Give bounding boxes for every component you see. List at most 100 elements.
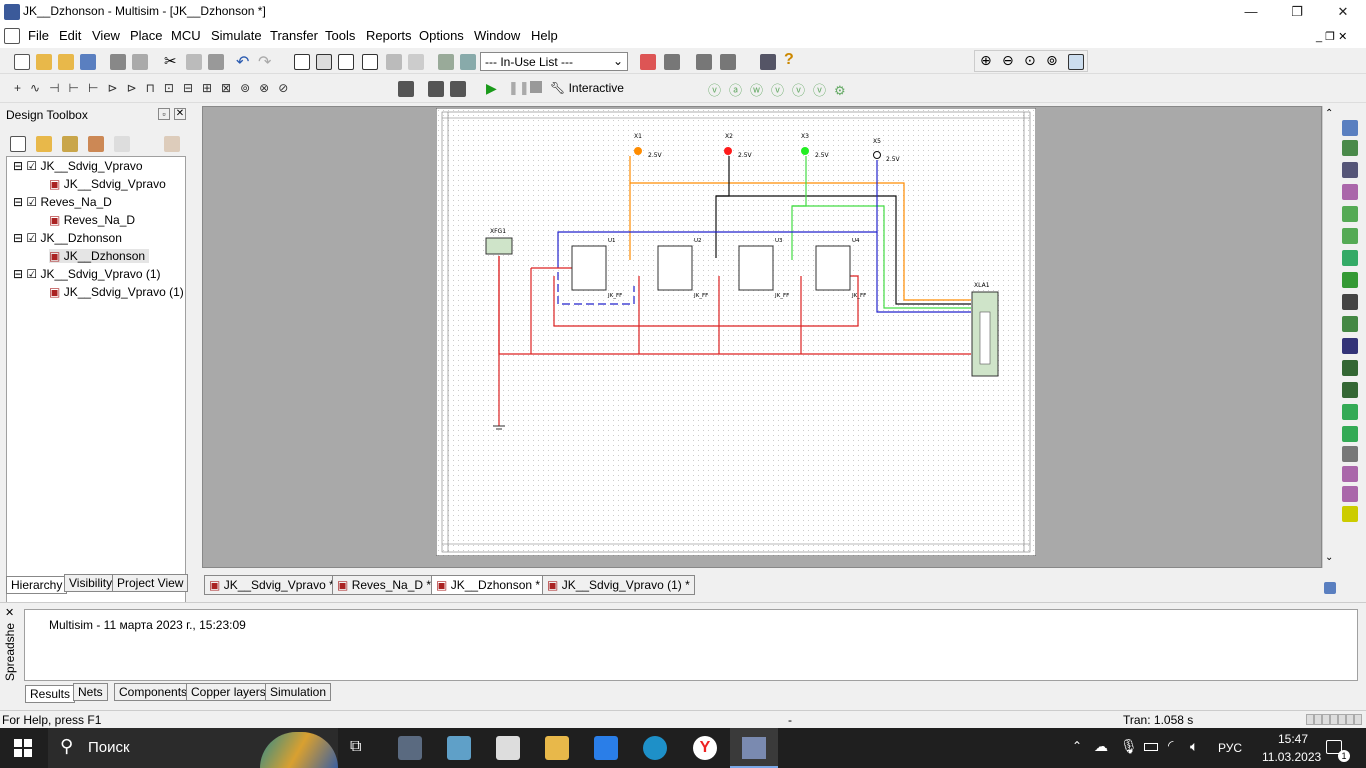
flipflop-u1[interactable] [571,245,607,291]
redo-icon[interactable]: ↷ [258,54,272,71]
toolbox-close-icon[interactable]: ✕ [174,108,186,120]
tree-item-child-0[interactable]: ▣ JK__Sdvig_Vpravo [49,177,166,191]
tree-item-child-1[interactable]: ▣ Reves_Na_D [49,213,136,227]
tree-item-root-3[interactable]: ⊟ ☑ JK__Sdvig_Vpravo (1) [13,267,161,281]
vertical-scrollbar[interactable]: ⌃ ⌄ [1322,106,1336,568]
logic-analyzer-icon[interactable] [1342,316,1358,332]
component-wizard-icon[interactable] [408,54,424,70]
spreadsheet-icon[interactable] [338,54,354,70]
zoom-search-icon[interactable] [760,54,776,70]
print-icon[interactable] [110,54,126,70]
logic-converter-icon[interactable] [1342,294,1358,310]
menu-edit[interactable]: Edit [59,28,82,43]
cut-icon[interactable]: ✂ [164,53,177,70]
new-file-icon[interactable] [14,54,30,70]
flipflop-u4[interactable] [815,245,851,291]
agilent-generator-icon[interactable] [1342,426,1358,442]
schematic-sheet[interactable]: X1 2.5V X2 2.5V X3 2.5V X5 2.5V XFG1 U1 … [436,108,1036,556]
file-explorer-icon[interactable] [545,736,569,760]
find-components-icon[interactable] [640,54,656,70]
edge-browser-icon[interactable] [643,736,667,760]
spectrum-analyzer-icon[interactable] [1342,382,1358,398]
toolbox-pin-icon[interactable]: ▫ [158,108,170,120]
language-indicator[interactable]: РУС [1218,741,1243,755]
doc-tab-jk-dzhonson[interactable]: ▣ JK__Dzhonson * [431,575,546,595]
tab-copper-layers[interactable]: Copper layers [186,683,271,701]
onedrive-icon[interactable]: ☁ [1094,738,1108,754]
taskbar-search-box[interactable]: ⚲ Поиск [48,728,338,768]
tree-item-root-2[interactable]: ⊟ ☑ JK__Dzhonson [13,231,122,245]
place-ladder-icon[interactable] [450,81,466,97]
agilent-oscilloscope-icon[interactable] [1342,466,1358,482]
project-settings-icon[interactable] [164,136,180,152]
calculator-icon[interactable] [398,736,422,760]
close-button[interactable]: ✕ [1337,4,1349,19]
probe-x2[interactable] [724,147,732,155]
microphone-icon[interactable]: 🎙︎ [1120,738,1138,754]
four-channel-oscilloscope-icon[interactable] [1342,206,1358,222]
place-bus-icon[interactable] [428,81,444,97]
wattmeter-icon[interactable] [1342,162,1358,178]
tab-visibility[interactable]: Visibility [64,574,118,592]
toggle-fullscreen-icon[interactable] [294,54,310,70]
menu-window[interactable]: Window [474,28,521,43]
word-generator-icon[interactable] [1342,272,1358,288]
forward-annotate-icon[interactable] [696,54,712,70]
zoom-out-icon[interactable]: ⊖ [1002,52,1014,68]
tab-project-view[interactable]: Project View [112,574,189,592]
flipflop-u2[interactable] [657,245,693,291]
stop-simulation-icon[interactable] [530,81,542,93]
tektronix-oscilloscope-icon[interactable] [1342,486,1358,502]
mdi-controls[interactable]: _ ❐ ✕ [1316,31,1348,43]
menu-mcu[interactable]: MCU [171,28,201,43]
menu-tools[interactable]: Tools [325,28,356,43]
todo-app-icon[interactable] [594,736,618,760]
delete-design-icon[interactable] [114,136,130,152]
pause-simulation-icon[interactable]: ❚❚ [508,80,530,95]
menu-view[interactable]: View [92,28,120,43]
tile-windows-icon[interactable] [1324,582,1336,594]
export-icon[interactable] [720,54,736,70]
undo-icon[interactable]: ↶ [236,54,250,71]
tree-item-child-2[interactable]: ▣ JK__Dzhonson [49,249,150,263]
place-hierarchical-block-icon[interactable] [398,81,414,97]
open-sample-icon[interactable] [58,54,74,70]
battery-icon[interactable] [1144,743,1158,751]
tab-results[interactable]: Results [25,685,76,703]
function-generator-icon[interactable] [1342,140,1358,156]
minimize-button[interactable]: — [1244,4,1258,19]
run-simulation-icon[interactable]: ▶ [486,80,497,96]
function-generator-xfg1[interactable] [485,237,513,255]
tab-components[interactable]: Components [114,683,193,701]
open-design-icon[interactable] [36,136,52,152]
menu-help[interactable]: Help [531,28,558,43]
restore-button[interactable]: ❐ [1291,4,1303,19]
bode-plotter-icon[interactable] [1342,228,1358,244]
database-icon[interactable] [386,54,402,70]
menu-reports[interactable]: Reports [366,28,412,43]
task-view-icon[interactable]: ⧉ [350,738,362,755]
scroll-down-arrow[interactable]: ⌄ [1325,552,1334,563]
new-design-icon[interactable] [10,136,26,152]
tree-item-root-0[interactable]: ⊟ ☑ JK__Sdvig_Vpravo [13,159,143,173]
zoom-fit-icon[interactable]: ⊚ [1046,52,1058,68]
help-icon[interactable]: ? [784,51,794,68]
menu-simulate[interactable]: Simulate [211,28,262,43]
zoom-area-icon[interactable]: ⊙ [1024,52,1036,68]
scroll-up-arrow[interactable]: ⌃ [1325,108,1334,119]
spreadsheet-close-icon[interactable]: ✕ [5,607,15,619]
menu-options[interactable]: Options [419,28,464,43]
clock-time[interactable]: 15:47 [1278,732,1309,746]
probe-x3[interactable] [801,147,809,155]
electrical-rules-icon[interactable] [460,54,476,70]
menu-file[interactable]: File [28,28,49,43]
probe-x5[interactable] [873,151,881,159]
print-preview-icon[interactable] [132,54,148,70]
wifi-icon[interactable]: ◜ [1168,737,1174,753]
iv-analyzer-icon[interactable] [1342,338,1358,354]
probe-toolbar-icons[interactable]: ⓥⓐⓦⓥⓥⓥ⚙ [708,83,854,98]
tree-item-child-3[interactable]: ▣ JK__Sdvig_Vpravo (1) [49,285,184,299]
close-design-icon[interactable] [88,136,104,152]
grapher-icon[interactable] [362,54,378,70]
windows-start-icon[interactable] [14,739,32,757]
